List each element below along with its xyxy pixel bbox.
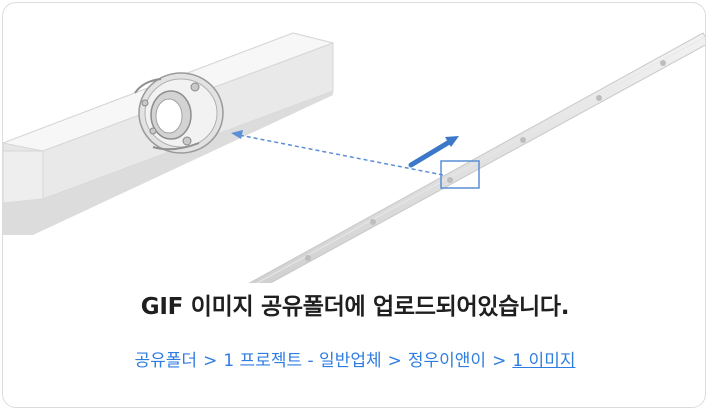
breadcrumb-item-image-folder[interactable]: 1 이미지 [512,351,576,371]
upload-notice-message: GIF 이미지 공유폴더에 업로드되어있습니다. [140,294,570,320]
gif-preview-image [3,3,705,283]
breadcrumb-separator: > [203,351,218,371]
breadcrumb-item-project[interactable]: 1 프로젝트 - 일반업체 [223,351,382,371]
leader-dashed-arrow [231,130,444,176]
direction-arrow-icon [408,136,459,168]
breadcrumb-item-shared-folder[interactable]: 공유폴더 [134,351,198,371]
focus-highlight-box [440,160,480,189]
breadcrumb-separator: > [492,351,507,371]
rail-shape [248,32,705,283]
breadcrumb-item-company[interactable]: 정우이앤이 [407,351,487,371]
breadcrumb: 공유폴더>1 프로젝트 - 일반업체>정우이앤이>1 이미지 [3,346,705,371]
upload-notice-card: GIF 이미지 공유폴더에 업로드되어있습니다. 공유폴더>1 프로젝트 - 일… [2,2,706,408]
breadcrumb-separator: > [387,351,402,371]
zoom-detail-view [3,32,335,235]
